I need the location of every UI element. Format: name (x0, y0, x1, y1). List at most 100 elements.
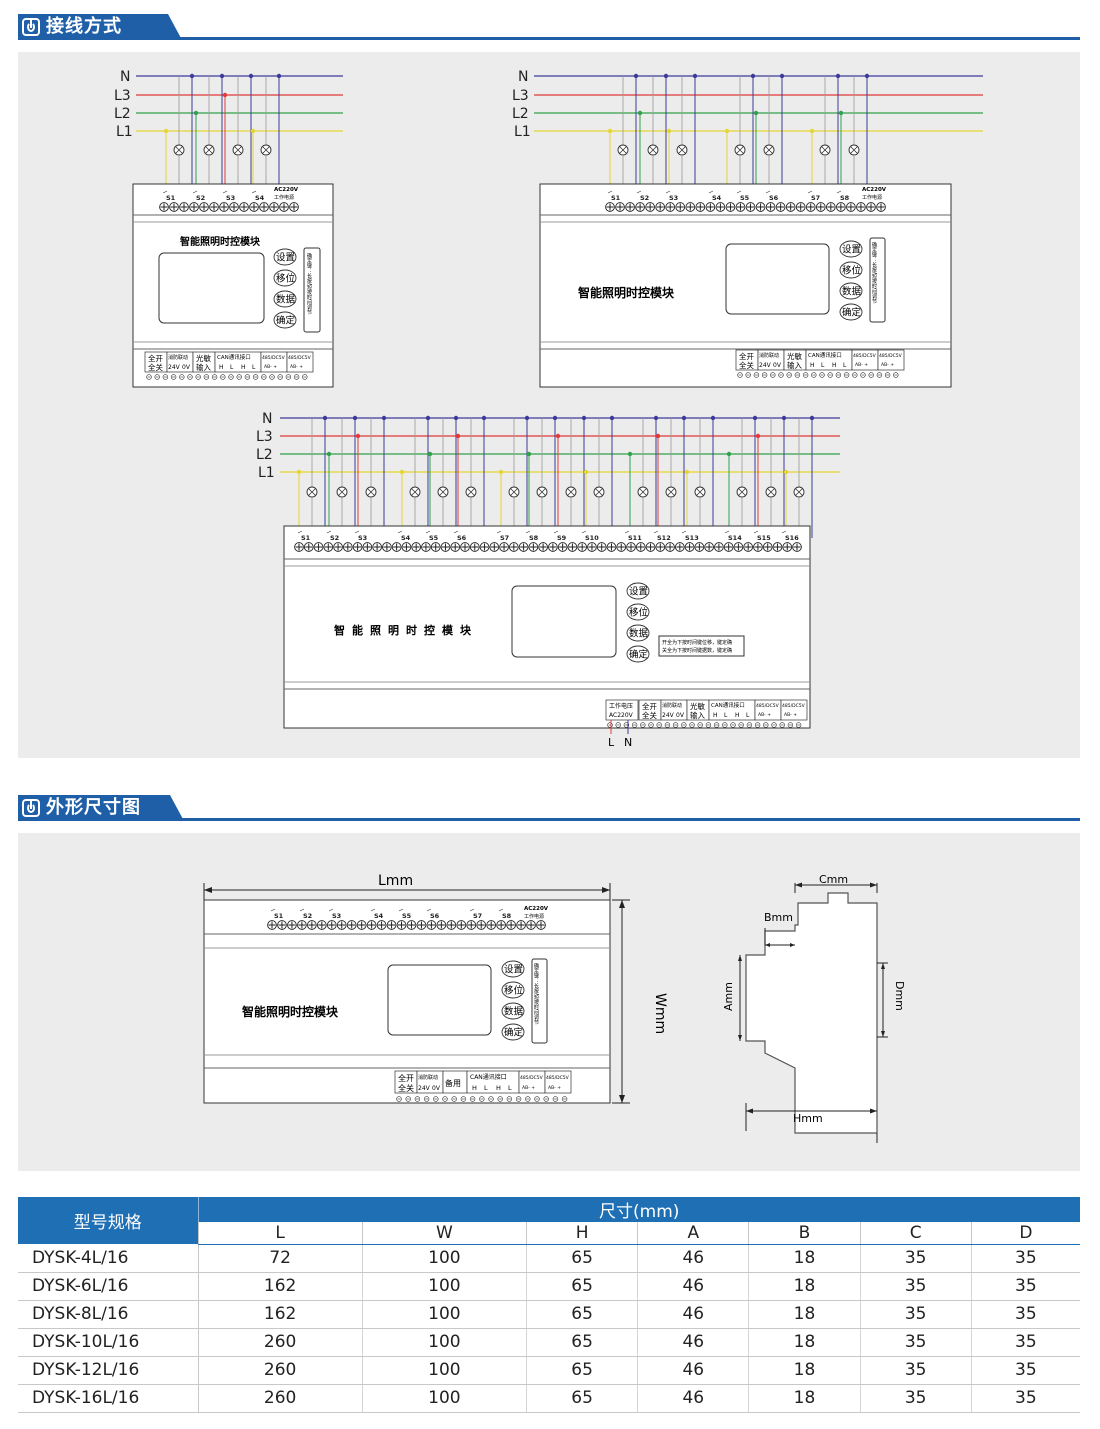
value-cell: 18 (748, 1300, 861, 1329)
terminal-screw (508, 542, 519, 552)
line-labels: N L3 L2 L1 (512, 69, 531, 140)
svg-text:L: L (508, 1084, 512, 1092)
channel-label: S5 (402, 912, 412, 920)
lamp-icon (676, 144, 688, 156)
terminal-screw (469, 542, 480, 552)
svg-text:数据: 数据 (629, 628, 649, 640)
terminal-screw (815, 202, 826, 212)
value-cell: 35 (859, 1328, 972, 1357)
lamp-icon (508, 486, 520, 498)
terminal-screw (567, 542, 578, 552)
power-label: AC220V (274, 187, 299, 193)
value-cell: 65 (526, 1272, 638, 1301)
channel-label: S1 (611, 194, 621, 202)
lamp-icon (765, 486, 777, 498)
panel-button: 数据 (273, 290, 297, 308)
column-header: D (970, 1222, 1080, 1245)
value-cell: 35 (970, 1244, 1080, 1273)
terminal-screw (219, 202, 229, 212)
terminal-screw (479, 542, 490, 552)
channel-label: S2 (640, 194, 649, 202)
drops-16ch (296, 415, 815, 538)
svg-text:工作电压: 工作电压 (609, 702, 633, 710)
svg-text:485/DC5V: 485/DC5V (288, 355, 312, 361)
terminal-screw (430, 542, 441, 552)
panel-button: 数据 (626, 624, 650, 642)
value-cell: 46 (637, 1244, 749, 1273)
panel-button: 确定 (273, 311, 297, 329)
terminal-screw (297, 920, 307, 930)
svg-text:485/DC5V: 485/DC5V (853, 353, 877, 359)
terminal-screw (289, 202, 299, 212)
channel-label: S4 (374, 912, 384, 920)
svg-text:全开: 全开 (739, 351, 754, 361)
value-cell: 100 (361, 1272, 527, 1301)
n-terminal-label: N (624, 736, 632, 749)
model-cell: DYSK-6L/16 (18, 1272, 199, 1301)
svg-text:消防联动: 消防联动 (662, 702, 682, 709)
svg-text:485/DC5V: 485/DC5V (782, 703, 806, 709)
side-view: Cmm Bmm Amm Dmm Hmm (722, 873, 906, 1143)
terminal-screw (277, 920, 287, 930)
terminal-screw (366, 920, 377, 930)
lamp-icon (593, 486, 605, 498)
svg-text:全开: 全开 (398, 1073, 414, 1083)
svg-text:备用: 备用 (445, 1078, 461, 1088)
value-cell: 35 (859, 1356, 972, 1385)
lamp-icon (203, 144, 215, 156)
terminal-screw (401, 542, 412, 552)
channel-label: S10 (585, 534, 599, 542)
model-cell: DYSK-16L/16 (18, 1384, 199, 1413)
svg-text:0V: 0V (432, 1085, 441, 1092)
terminal-screw (446, 920, 457, 930)
svg-text:485/DC5V: 485/DC5V (520, 1075, 544, 1081)
terminal-screw (825, 202, 836, 212)
lamp-icon (763, 144, 775, 156)
terminal-screw (287, 920, 297, 930)
terminal-screw (866, 202, 876, 212)
channel-label: S15 (757, 534, 771, 542)
channel-label: S4 (255, 194, 265, 202)
lamp-icon (647, 144, 659, 156)
svg-text:设置: 设置 (276, 253, 295, 264)
svg-text:AB- +: AB- + (855, 362, 868, 368)
lamp-icon (437, 486, 449, 498)
b-dimension-label: Bmm (764, 911, 793, 924)
svg-text:L: L (252, 364, 256, 371)
section-divider (178, 37, 1080, 40)
terminal-screw (587, 542, 597, 552)
svg-text:H: H (219, 364, 224, 371)
channel-label: S2 (303, 912, 312, 920)
channel-label: S8 (529, 534, 539, 542)
panel-button: 数据 (501, 1002, 525, 1020)
terminal-screw (346, 920, 357, 930)
value-cell: 18 (748, 1356, 861, 1385)
channel-label: S7 (811, 194, 820, 202)
channel-label: S3 (226, 194, 235, 202)
lamp-icon (409, 486, 421, 498)
channel-label: S6 (430, 912, 440, 920)
lamp-icon (465, 486, 477, 498)
svg-text:L: L (821, 362, 825, 369)
value-cell: 46 (637, 1300, 749, 1329)
model-header: 型号规格 (18, 1197, 198, 1244)
value-cell: 18 (748, 1244, 861, 1273)
terminal-screw (391, 542, 402, 552)
svg-text:光敏: 光敏 (690, 701, 705, 711)
panel-button: 设置 (501, 960, 525, 978)
svg-text:H: H (241, 364, 246, 371)
channel-label: S1 (301, 534, 311, 542)
terminal-screw (307, 920, 317, 930)
terminal-screw (326, 920, 337, 930)
panel-button: 移位 (273, 269, 297, 287)
value-cell: 35 (970, 1328, 1080, 1357)
lamp-icon (793, 486, 805, 498)
